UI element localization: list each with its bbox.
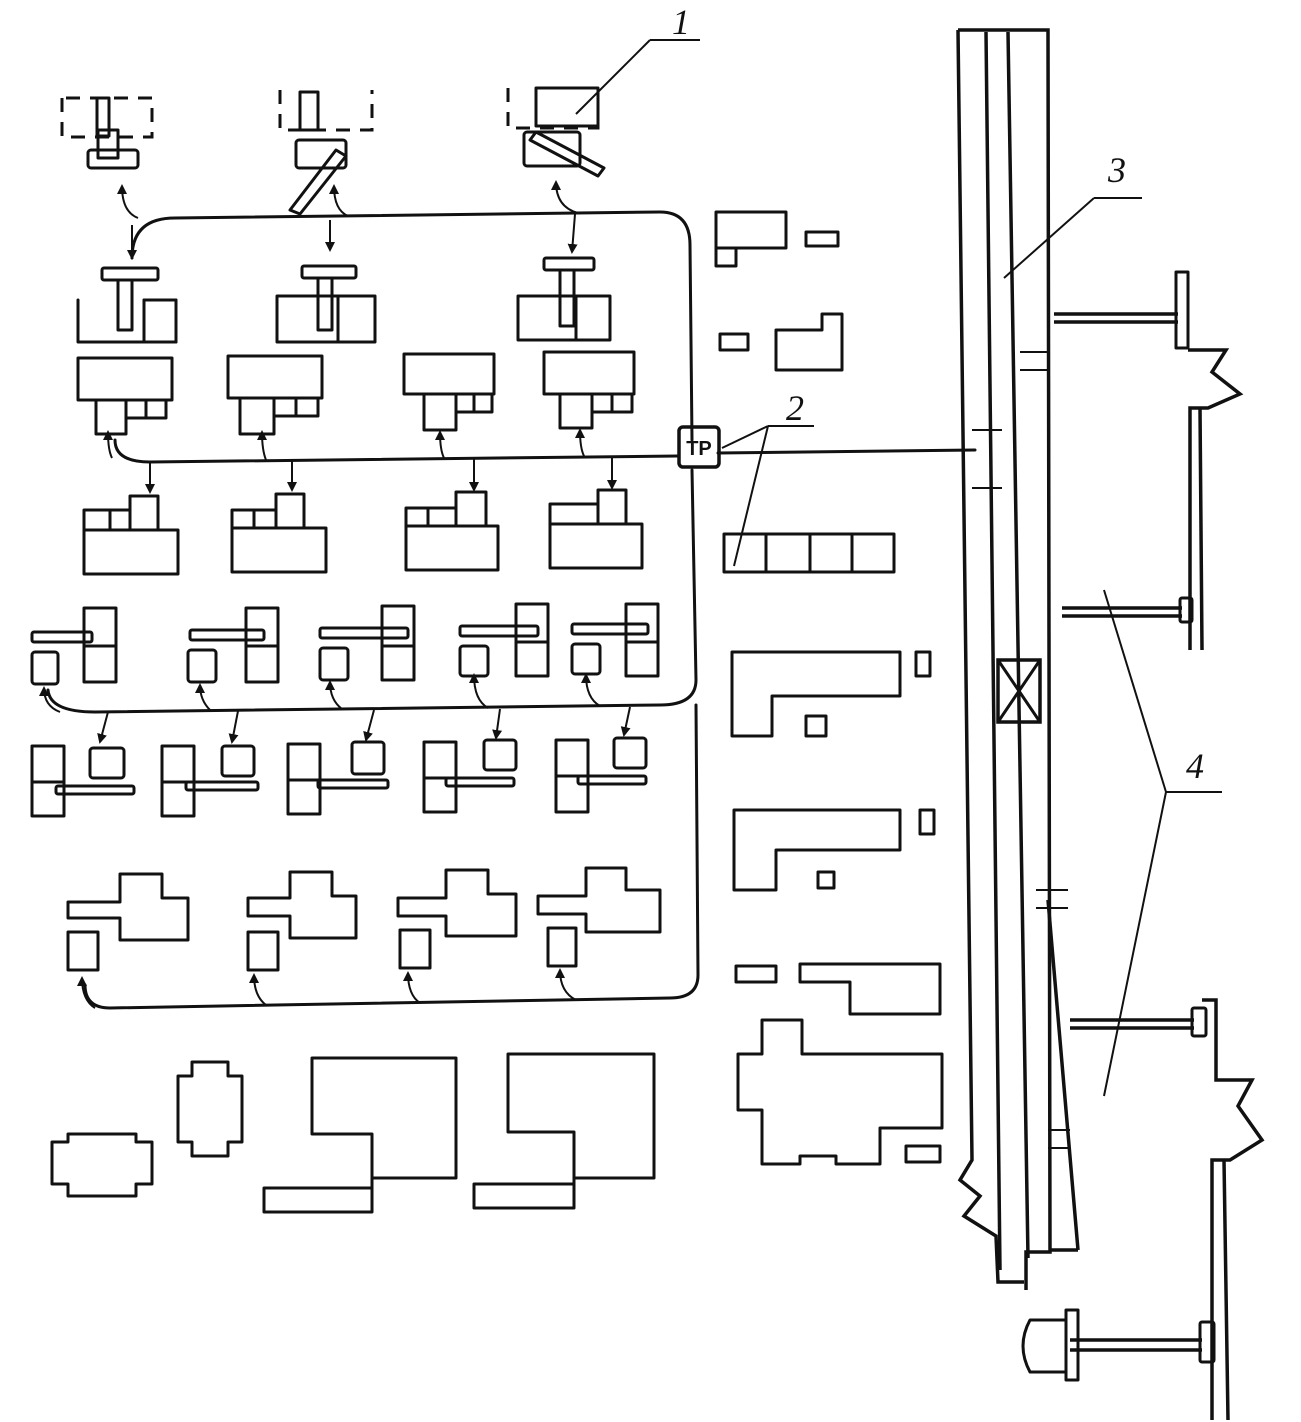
equipment bbox=[262, 1056, 458, 1214]
machine-row-2 bbox=[76, 350, 636, 436]
equipment bbox=[804, 230, 840, 248]
callouts: 1 2 3 4 bbox=[575, 2, 1222, 1097]
machine bbox=[226, 354, 324, 436]
machine-row-1 bbox=[76, 256, 612, 344]
machine bbox=[396, 868, 518, 970]
machine bbox=[230, 492, 328, 574]
machine bbox=[82, 494, 180, 576]
machine bbox=[570, 602, 660, 678]
machine bbox=[286, 740, 390, 816]
machine bbox=[160, 744, 260, 818]
callout-label-4: 4 bbox=[1186, 746, 1204, 786]
machine-callout-1 bbox=[506, 86, 606, 178]
equipment bbox=[774, 312, 844, 372]
crossing-box bbox=[996, 658, 1042, 724]
machine bbox=[548, 488, 644, 570]
machine bbox=[536, 866, 662, 968]
machine-row-0 bbox=[60, 86, 606, 216]
machine-row-5 bbox=[30, 736, 648, 818]
machine bbox=[275, 264, 377, 344]
equipment bbox=[50, 1132, 154, 1198]
equipment bbox=[176, 1060, 244, 1158]
machine bbox=[318, 604, 416, 682]
machine bbox=[278, 90, 374, 216]
feeder-line bbox=[716, 448, 977, 455]
main-line bbox=[956, 28, 1080, 1290]
equipment bbox=[714, 210, 788, 250]
machine-row-3 bbox=[82, 488, 644, 576]
busway-lower-loop bbox=[83, 703, 700, 1010]
callout-label-3: 3 bbox=[1107, 150, 1126, 190]
equipment-column-right bbox=[714, 210, 944, 1166]
equipment bbox=[798, 962, 942, 1016]
machine bbox=[422, 738, 518, 814]
distribution-network: ТР bbox=[39, 180, 977, 1010]
substation-label: ТР bbox=[686, 438, 712, 460]
equipment bbox=[730, 650, 902, 738]
machine bbox=[458, 602, 550, 678]
machine bbox=[516, 256, 612, 342]
equipment bbox=[736, 1018, 944, 1166]
machine bbox=[542, 350, 636, 430]
equipment bbox=[472, 1052, 656, 1210]
machine bbox=[402, 352, 496, 432]
machine-row-6 bbox=[66, 866, 662, 972]
machine-row-4 bbox=[30, 602, 660, 686]
callout-label-2: 2 bbox=[786, 388, 804, 428]
machine bbox=[554, 736, 648, 814]
busway-upper-loop bbox=[130, 210, 694, 442]
equipment-bottom-left bbox=[50, 1052, 656, 1214]
busway-middle bbox=[113, 438, 680, 464]
busway-trunk bbox=[46, 468, 698, 714]
machine bbox=[60, 96, 154, 170]
machine bbox=[76, 266, 178, 344]
equipment bbox=[718, 332, 750, 352]
machine bbox=[66, 872, 190, 972]
substation-box bbox=[677, 425, 721, 469]
adjacent-building bbox=[1021, 270, 1265, 1421]
cabinet-row bbox=[722, 532, 896, 574]
machine bbox=[186, 606, 280, 684]
machine bbox=[30, 744, 136, 818]
machine bbox=[30, 606, 118, 686]
equipment bbox=[734, 964, 778, 984]
equipment bbox=[732, 808, 902, 892]
machine bbox=[404, 490, 500, 572]
machine bbox=[76, 356, 174, 436]
machine bbox=[246, 870, 358, 972]
callout-label-1: 1 bbox=[672, 2, 690, 42]
